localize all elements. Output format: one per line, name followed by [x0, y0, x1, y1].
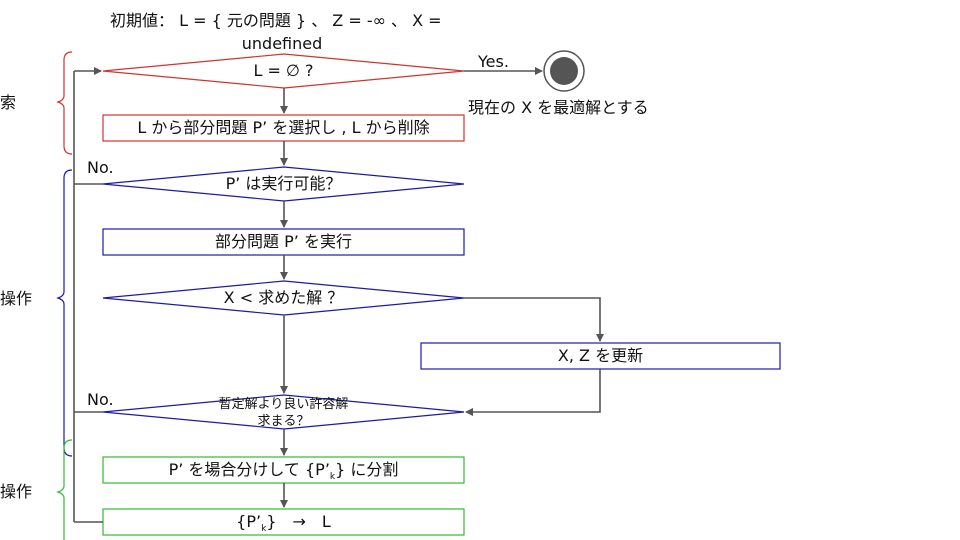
push-label: {P’k} → L — [103, 513, 464, 538]
push-label-pre: {P’ — [236, 512, 262, 531]
terminal-end-core — [550, 57, 578, 85]
execute-label: 部分問題 P’ を実行 — [215, 232, 352, 251]
decision-better — [102, 394, 465, 430]
phase-label-operate2: 操作 — [0, 482, 33, 501]
split-label-sub: k — [329, 472, 336, 483]
arrow-update-to-better — [465, 369, 601, 416]
push-label-sub: k — [261, 524, 267, 535]
split-label-pre: P’ を場合分けして {P’ — [168, 460, 330, 479]
bracket-search — [56, 51, 73, 155]
update-label: X, Z を更新 — [557, 346, 644, 365]
bracket-operate2 — [56, 439, 73, 540]
edge-label-no-feasible: No. — [87, 158, 114, 177]
process-select — [102, 114, 465, 142]
check-empty-label: L = ∅ ? — [253, 61, 314, 80]
initial-values-line2: undefined — [241, 34, 323, 53]
push-label-post: } → L — [266, 512, 331, 531]
edge-label-yes: Yes. — [478, 52, 509, 71]
better-label-line2: 求まる？ — [257, 414, 310, 429]
process-update — [420, 342, 781, 370]
compare-label: X < 求めた解 ？ — [223, 288, 344, 307]
split-label-post: } に分割 — [335, 460, 399, 479]
edge-label-no-better: No. — [87, 390, 114, 409]
phase-label-operate1: 操作 — [0, 289, 33, 308]
terminal-result-label: 現在の X を最適解とする — [468, 98, 649, 117]
bracket-operate1 — [56, 169, 73, 457]
split-label: P’ を場合分けして {P’k} に分割 — [103, 461, 464, 486]
initial-values-line1: 初期値： L = { 元の問題 } 、 Z = -∞ 、 X = — [110, 11, 442, 30]
process-split — [102, 456, 465, 484]
phase-label-search: 索 — [0, 93, 17, 112]
better-label-line1: 暫定解より良い許容解 — [218, 397, 349, 412]
decision-feasible — [102, 166, 465, 202]
select-label: L から部分問題 P’ を選択し , L から削除 — [137, 118, 430, 137]
arrow-compare-to-update — [464, 297, 604, 342]
feasible-label: P’ は実行可能？ — [225, 174, 342, 193]
process-push — [102, 508, 465, 536]
